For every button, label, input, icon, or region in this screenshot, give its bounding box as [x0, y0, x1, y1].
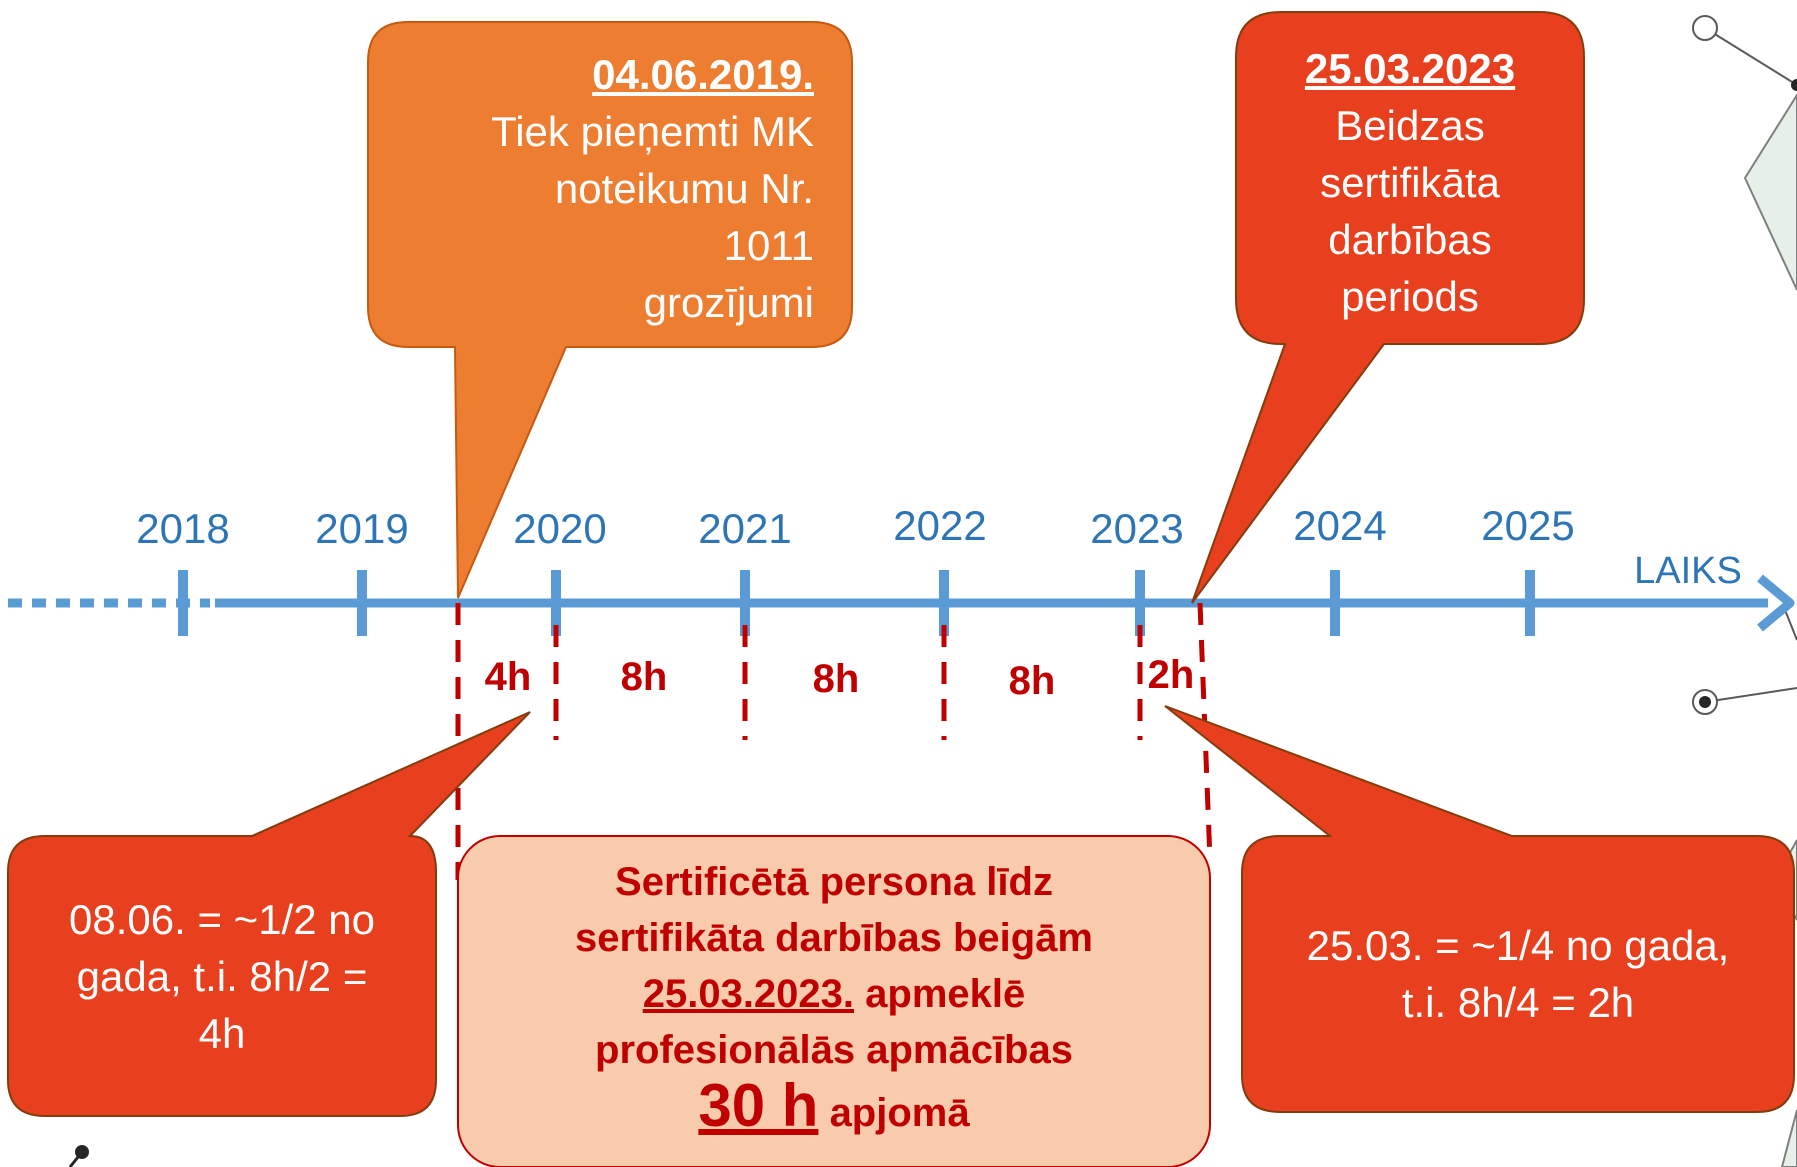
summary-line-3: 25.03.2023. apmeklē [643, 966, 1026, 1022]
year-label-2019: 2019 [315, 505, 408, 552]
callout-adoption-date: 04.06.2019. [592, 51, 814, 98]
year-label-2020: 2020 [513, 505, 606, 552]
year-label-2025: 2025 [1481, 502, 1574, 549]
callout-expiry: 25.03.2023 Beidzas sertifikāta darbības … [1236, 12, 1584, 344]
segment-label: 8h [813, 657, 860, 701]
segment-label: 4h [485, 655, 532, 699]
callout-start-note: 08.06. = ~1/2 no gada, t.i. 8h/2 = 4h [8, 836, 436, 1116]
segment-label: 2h [1148, 653, 1195, 697]
year-label-2022: 2022 [893, 502, 986, 549]
callout-adoption-shape [367, 21, 853, 599]
callout-adoption-line: Tiek pieņemti MK [491, 108, 814, 155]
axis-label: LAIKS [1634, 550, 1742, 592]
summary-unit: apjomā [829, 1091, 970, 1135]
year-labels: 2018 2019 2020 2021 2022 2023 2024 2025 [136, 502, 1574, 552]
summary-date: 25.03.2023. [642, 972, 855, 1016]
start-note-line: 4h [198, 1009, 246, 1057]
callout-adoption-line: grozījumi [643, 279, 814, 326]
callout-adoption-line: noteikumu Nr. [554, 165, 814, 212]
year-label-2021: 2021 [698, 505, 791, 552]
segment-label: 8h [621, 655, 668, 699]
year-label-2018: 2018 [136, 505, 229, 552]
callout-end-note-shape [1164, 705, 1795, 1113]
end-note-line: t.i. 8h/4 = 2h [1401, 979, 1635, 1026]
callout-expiry-date: 25.03.2023 [1304, 45, 1516, 92]
callout-adoption-line: 1011 [723, 222, 814, 269]
start-note-line: gada, t.i. 8h/2 = [76, 952, 368, 1000]
summary-line: sertifikāta darbības beigām [575, 916, 1093, 960]
callout-start-note-shape [7, 711, 531, 1117]
callout-expiry-shape [1191, 11, 1585, 604]
callout-expiry-line: Beidzas [1335, 102, 1485, 149]
summary-total: 30 h [698, 1072, 819, 1139]
summary-line: Sertificētā persona līdz [615, 860, 1053, 904]
summary-box: Sertificētā persona līdz sertifikāta dar… [458, 836, 1210, 1167]
start-note-line: 08.06. = ~1/2 no [69, 895, 375, 943]
callout-adoption: 04.06.2019. Tiek pieņemti MK noteikumu N… [368, 22, 852, 347]
end-note-line: 25.03. = ~1/4 no gada, [1306, 922, 1730, 969]
summary-line-3-rest: apmeklē [865, 972, 1026, 1016]
timeline-arrow-head [1757, 574, 1795, 632]
callout-end-note: 25.03. = ~1/4 no gada, t.i. 8h/4 = 2h [1242, 836, 1794, 1112]
callout-expiry-line: sertifikāta [1320, 159, 1500, 206]
segment-labels: 4h 8h 8h 8h 2h [485, 653, 1195, 703]
segment-label: 8h [1009, 659, 1056, 703]
summary-line: profesionālās apmācības [595, 1028, 1073, 1072]
callout-expiry-line: periods [1341, 273, 1479, 320]
year-label-2023: 2023 [1090, 505, 1183, 552]
summary-total-line: 30 h apjomā [698, 1076, 970, 1141]
summary-box-shape [457, 835, 1211, 1167]
callout-expiry-line: darbības [1328, 216, 1492, 263]
year-label-2024: 2024 [1293, 502, 1386, 549]
